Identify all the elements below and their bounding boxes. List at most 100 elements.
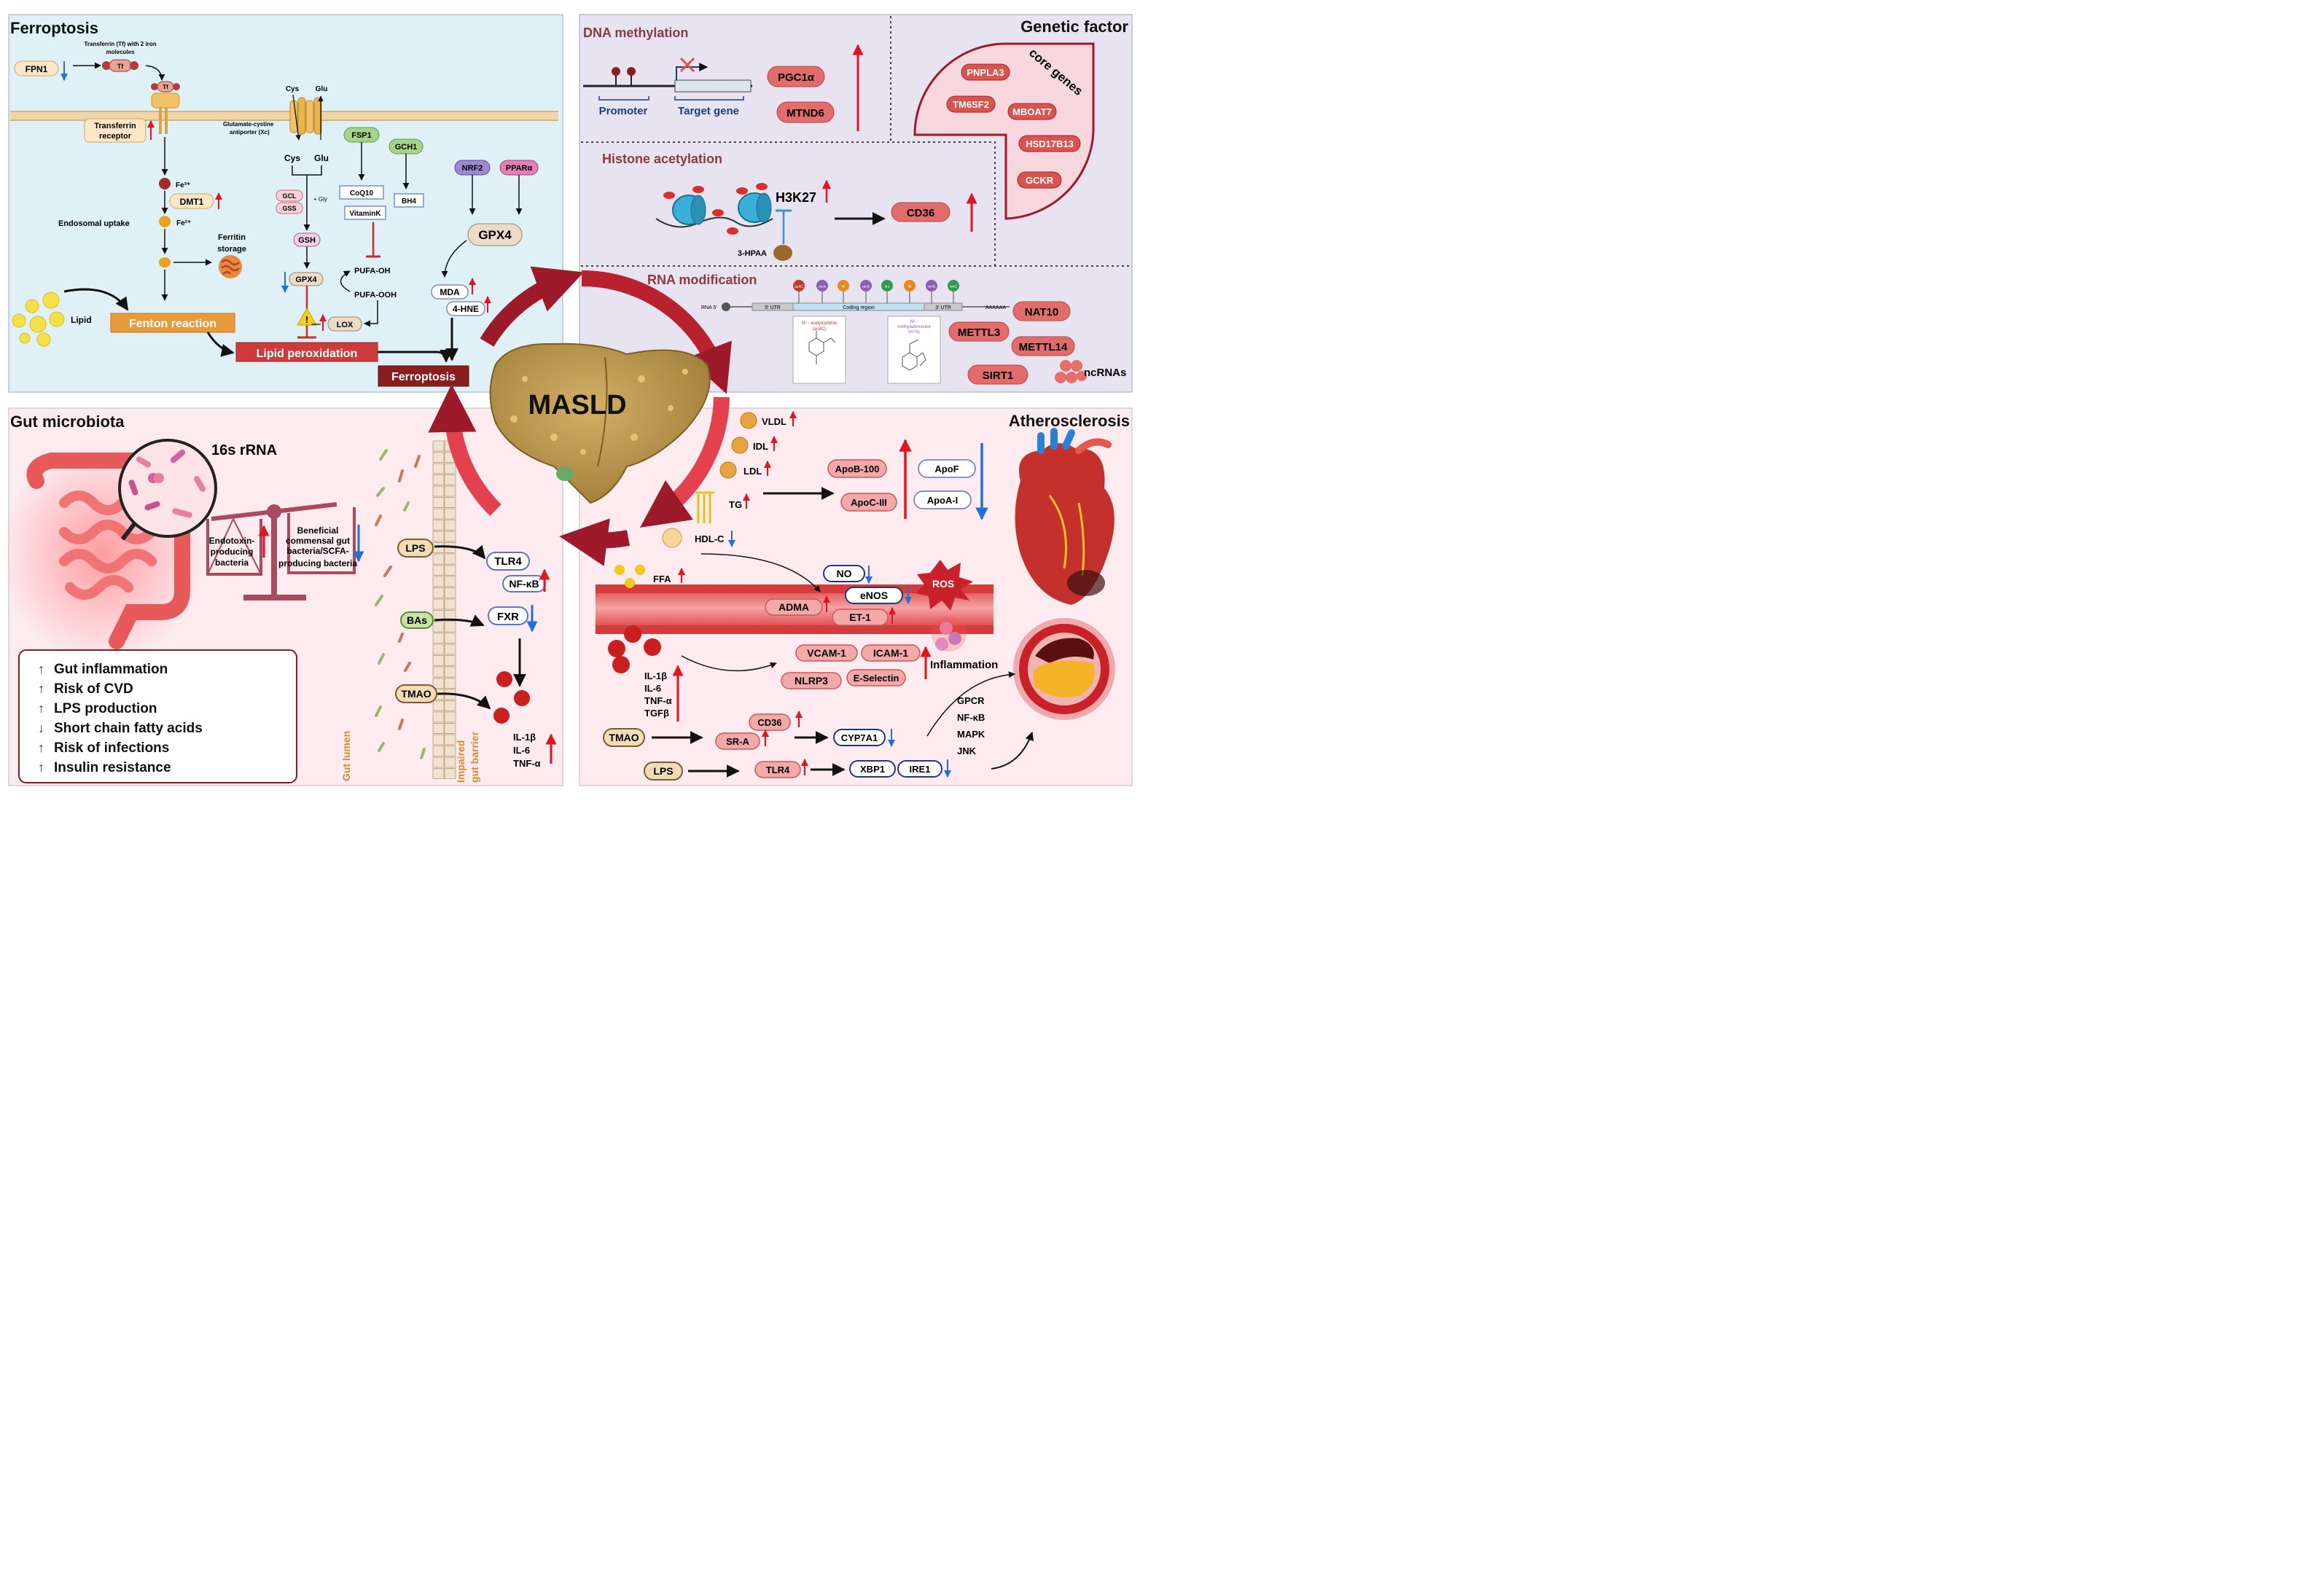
barrier-cell [444,723,456,734]
barrier-cell [432,452,445,463]
ncrnas-icon [1055,360,1087,383]
barrier-cell [432,723,445,734]
apob-pill [827,459,887,478]
warning-icon: ! [297,307,317,326]
polya-label: AAAAAA [985,305,1006,310]
mettl14-label: METTL14 [1019,341,1068,353]
rna-site-marker [816,280,828,292]
svg-text:N⁴ - acetylcytidine: N⁴ - acetylcytidine [802,321,838,326]
et1-label: ET-1 [849,611,871,623]
sirt1-label: SIRT1 [983,369,1014,382]
barrier-cell [432,531,445,542]
barrier-cell [432,553,445,565]
fpn1-pill [14,60,59,77]
masld-cycle-arrows [428,266,732,566]
beneficial-label-2: commensal gut [286,536,350,546]
tg-label: TG [729,499,742,510]
rna-site-marker [860,280,872,292]
atherosclerosis-title: Atherosclerosis [1009,412,1130,430]
gut-lps-pill [397,539,434,558]
sirt1-pill [967,364,1028,385]
mda-label: MDA [440,287,460,297]
icam-label: ICAM-1 [873,647,908,659]
apoc-label: ApoC-III [851,497,887,508]
vcam-label: VCAM-1 [807,647,846,659]
enos-pill [845,587,903,604]
gene-label: GCKR [1026,175,1054,186]
athero-pathway: JNK [957,746,977,756]
xbp1-label: XBP1 [860,764,885,775]
gut-tmao-label: TMAO [401,688,431,700]
gut-bas-pill [400,611,434,629]
barrier-cell [444,746,456,756]
svg-text:methyladenosine: methyladenosine [897,325,931,329]
gss-pill [276,202,303,214]
transferrin-receptor-icon: Tf [151,81,180,134]
barrier-cell [432,565,445,576]
athero-cytokine: IL-1β [644,670,667,681]
antiporter-label-1: Glutamate-cystine [223,121,274,128]
liver-icon [489,343,711,504]
promoter-label: Promoter [599,105,648,117]
tf-note-1: Transferrin (Tf) with 2 iron [84,41,156,47]
effect-arrow: ↑ [38,740,44,755]
svg-text:(ac4C): (ac4C) [813,327,826,332]
apob-label: ApoB-100 [835,463,880,474]
barrier-cell [432,474,445,485]
cd36-epi-label: CD36 [907,207,934,219]
rna-site-label: A-I [885,285,889,289]
effect-arrow: ↓ [38,721,44,735]
barrier-cell [432,542,445,553]
effect-text: Risk of CVD [54,681,133,697]
gut-tlr4-label: TLR4 [494,555,522,568]
fe2-icon [159,216,171,227]
athero-cytokine: TNF-α [644,695,672,706]
cell-membrane [10,112,558,120]
genetic-factor-title: Genetic factor [1020,17,1128,36]
dmt1-pill [169,193,214,209]
svg-text:!: ! [305,314,308,325]
idl-label: IDL [753,441,768,452]
rna-site-label: m⁶A [928,285,935,289]
barrier-cell [444,497,456,508]
gene-label: PNPLA3 [967,67,1004,78]
tfr-label-1: Transferrin [94,122,136,130]
barrier-cell [444,621,456,633]
gene-label: HSD17B13 [1026,138,1074,149]
gene-pill [1018,135,1081,152]
effect-text: Insulin resistance [54,760,171,775]
ferritin-label-2: storage [217,245,246,254]
gcl-pill [276,189,303,202]
nrf2-label: NRF2 [462,164,483,173]
masld-diagram: Ferroptosis FPN1 Transferrin (Tf) with 2… [0,0,1143,794]
nucleosome-icon [655,183,773,235]
cys-top-label: Cys [286,85,300,93]
utr3-bar [924,302,963,311]
gene-label: TM6SF2 [953,99,989,110]
gene-pill [961,63,1010,81]
athero-cytokine: TGFβ [644,708,669,719]
pufa-oh-label: PUFA-OH [354,267,391,275]
glu-bottom-label: Glu [314,153,329,163]
athero-tlr4-label: TLR4 [766,764,790,775]
endotoxin-label-2: producing [211,547,254,557]
barrier-cell [444,678,456,689]
sra-pill [715,732,760,750]
pufa-ooh-label: PUFA-OOH [354,291,397,300]
hdlc-label: HDL-C [695,533,725,544]
antiporter-label-2: antiporter (Xc) [230,129,270,136]
gut-nfkb-label: NF-κB [509,578,539,590]
transcription-arrow [676,63,709,80]
svg-text:(m⁶A): (m⁶A) [908,329,919,335]
ac4c-structure-box [792,316,846,384]
rna-5-label: RNA 5' [701,305,717,310]
apoc-pill [840,493,897,512]
rna-site-marker [793,280,805,292]
gut-il1b-label: IL-1β [513,732,536,743]
no-pill [823,565,865,582]
eselectin-pill [846,669,906,686]
ac4c-structure-icon [808,331,836,364]
gut-tmao-pill [395,684,437,703]
endotoxin-label-1: Endotoxin- [209,536,255,546]
